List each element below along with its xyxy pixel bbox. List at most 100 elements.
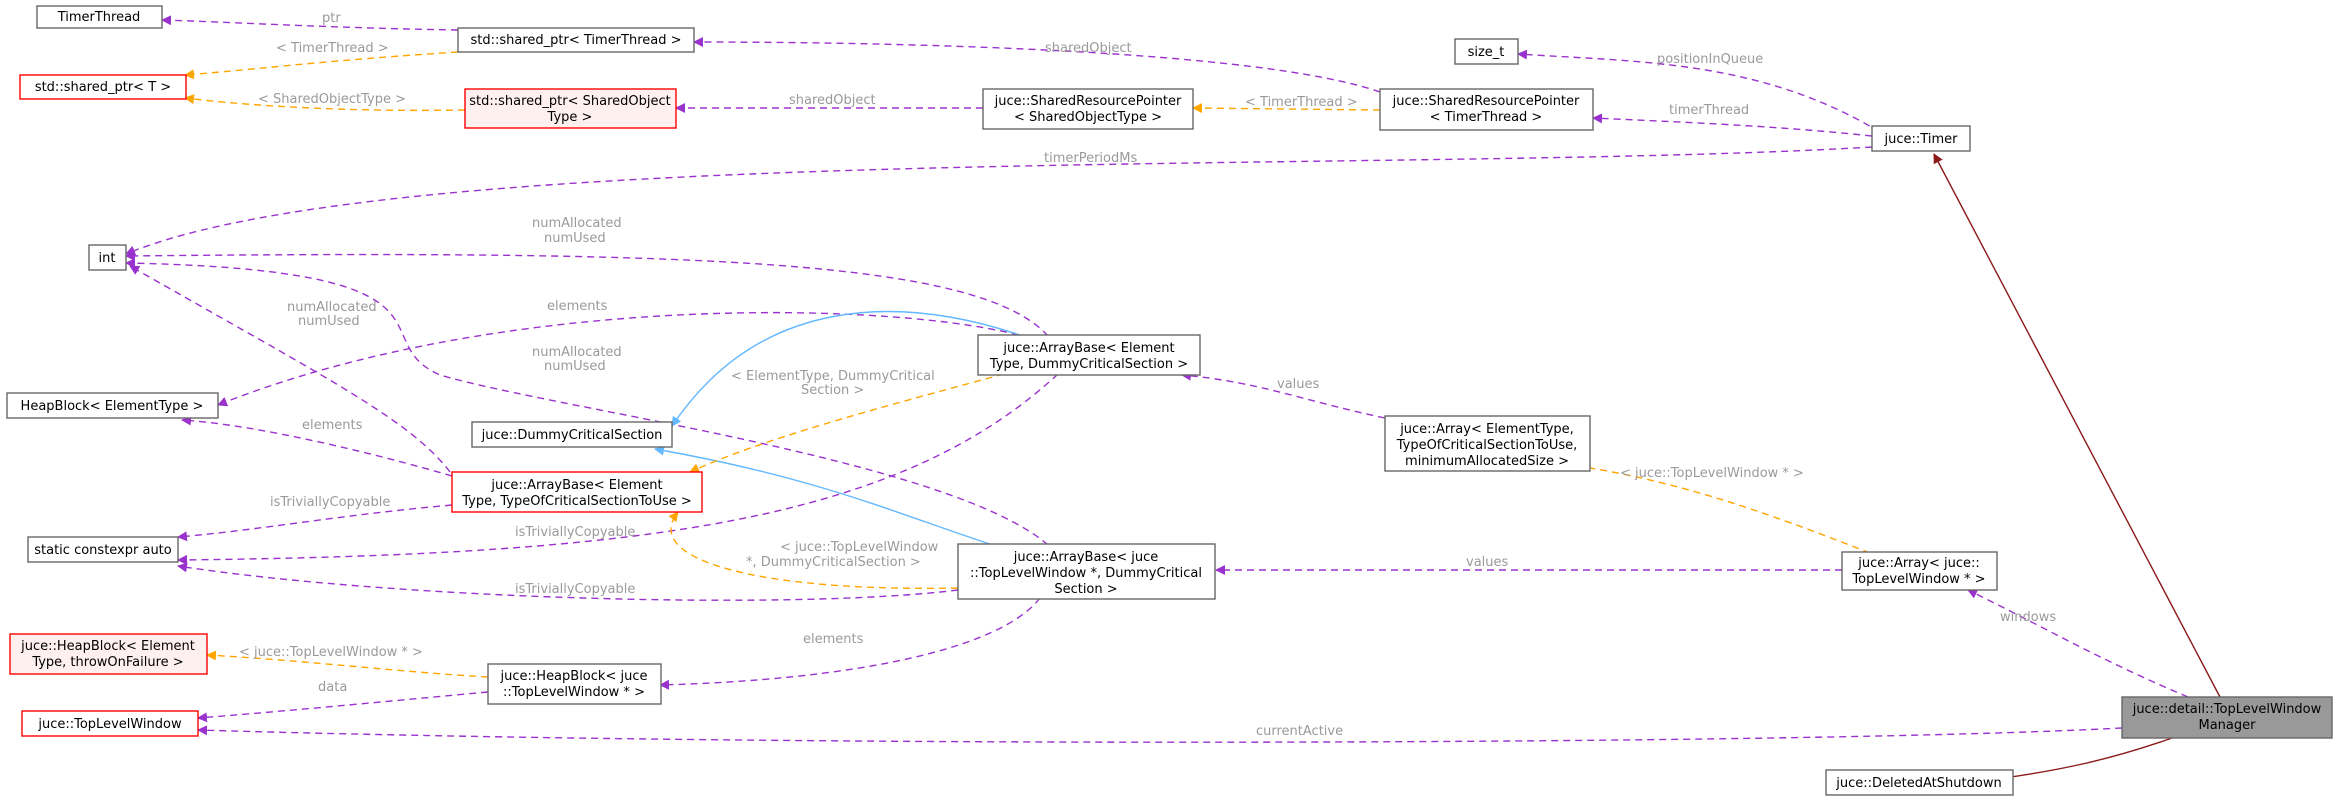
node-toplevelwindow[interactable]: juce::TopLevelWindow [21, 710, 199, 737]
edge-label-tmpl-sharedobjecttype: < SharedObjectType > [258, 92, 406, 107]
edge-template-tlw-array [1577, 462, 1871, 554]
node-label-line2: TopLevelWindow * > [1851, 572, 1985, 587]
edge-label-tmpl-tlw-dummy-1: < juce::TopLevelWindow [780, 540, 939, 555]
node-timerthread[interactable]: TimerThread [36, 5, 163, 29]
node-label-line1: juce::HeapBlock< Element [20, 639, 195, 654]
node-label: juce::Timer [1884, 132, 1959, 147]
node-arraybase-dummy[interactable]: juce::ArrayBase< Element Type, DummyCrit… [977, 334, 1201, 376]
edge-label-tmpl-timerthread: < TimerThread > [276, 41, 389, 56]
edge-numalloc-low [125, 258, 1049, 546]
edge-inherit-timer [1933, 153, 2221, 698]
edge-label-istriviallycopyable-3: isTriviallyCopyable [515, 582, 635, 597]
node-label: size_t [1468, 45, 1505, 60]
edge-data [197, 691, 489, 723]
edge-label-numalloc-mid-2: numUsed [298, 314, 360, 329]
node-shared-ptr-t[interactable]: std::shared_ptr< T > [19, 74, 187, 100]
edge-label-numalloc-mid-1: numAllocated [287, 300, 377, 315]
node-array-tlw[interactable]: juce::Array< juce:: TopLevelWindow * > [1841, 551, 1998, 591]
edge-istriviallycopyable-2 [177, 373, 1059, 565]
edge-label-currentactive: currentActive [1256, 724, 1343, 739]
node-toplevelwindow-manager[interactable]: juce::detail::TopLevelWindow Manager [2121, 696, 2333, 739]
node-label-line3: minimumAllocatedSize > [1405, 454, 1569, 469]
node-label: int [99, 251, 116, 266]
edge-timerthread [1592, 113, 1873, 137]
edge-ptr [161, 15, 459, 31]
node-label-line1: juce::SharedResourcePointer [1392, 94, 1580, 109]
edge-label-numalloc-top-2: numUsed [544, 231, 606, 246]
node-label-line1: juce::Array< juce:: [1857, 556, 1980, 571]
edge-template-timerthread [184, 51, 459, 80]
node-size-t[interactable]: size_t [1454, 38, 1519, 65]
node-juce-heapblock[interactable]: juce::HeapBlock< Element Type, throwOnFa… [9, 633, 208, 675]
node-label-line2: TypeOfCriticalSectionToUse, [1396, 438, 1578, 453]
edge-label-ptr: ptr [322, 11, 341, 26]
node-label-line1: juce::detail::TopLevelWindow [2132, 702, 2322, 717]
node-label: juce::TopLevelWindow [37, 717, 182, 732]
node-static-constexpr-auto[interactable]: static constexpr auto [27, 536, 179, 563]
node-arraybase-typeof[interactable]: juce::ArrayBase< Element Type, TypeOfCri… [451, 471, 703, 513]
edge-inherit-deletedatshutdown [2003, 737, 2173, 782]
node-label-line2: < TimerThread > [1430, 110, 1543, 125]
edge-label-istriviallycopyable-1: isTriviallyCopyable [270, 495, 390, 510]
edge-istriviallycopyable-3 [177, 562, 959, 601]
node-label-line2: Type, DummyCriticalSection > [989, 357, 1188, 372]
edge-numalloc-top [125, 250, 1049, 337]
node-label: std::shared_ptr< TimerThread > [470, 33, 681, 48]
nodes: TimerThread std::shared_ptr< TimerThread… [6, 5, 2333, 796]
edge-template-sharedobjecttype [184, 94, 466, 112]
node-label-line1: std::shared_ptr< SharedObject [469, 94, 671, 109]
edge-inherit-dummy-1 [671, 311, 1021, 427]
edge-label-sharedobject-2: sharedObject [789, 93, 876, 108]
node-label: HeapBlock< ElementType > [21, 399, 204, 414]
edge-label-timerperiodms: timerPeriodMs [1044, 151, 1137, 166]
node-label-line2: ::TopLevelWindow *, DummyCritical [970, 566, 1202, 581]
node-label-line2: Type, throwOnFailure > [31, 655, 183, 670]
node-label: static constexpr auto [34, 543, 172, 558]
node-srp-timerthread[interactable]: juce::SharedResourcePointer < TimerThrea… [1379, 88, 1594, 131]
node-label-line2: ::TopLevelWindow * > [503, 685, 645, 700]
node-label: std::shared_ptr< T > [35, 80, 171, 95]
edge-label-tmpl-elementtype-1: < ElementType, DummyCritical [731, 369, 935, 384]
node-label-line1: juce::Array< ElementType, [1399, 422, 1574, 437]
edge-label-values-bottom: values [1466, 555, 1509, 570]
node-timer[interactable]: juce::Timer [1871, 125, 1971, 152]
node-shared-ptr-sharedobject[interactable]: std::shared_ptr< SharedObject Type > [464, 88, 677, 129]
edge-values-top [1181, 370, 1386, 419]
node-deletedatshutdown[interactable]: juce::DeletedAtShutdown [1825, 769, 2014, 796]
edge-currentactive [197, 725, 2123, 743]
node-label-line1: juce::HeapBlock< juce [500, 669, 648, 684]
node-label-line3: Section > [1054, 582, 1117, 597]
node-heapblock-elementtype[interactable]: HeapBlock< ElementType > [6, 392, 219, 419]
node-label-line2: Manager [2199, 718, 2257, 733]
node-dummycriticalsection[interactable]: juce::DummyCriticalSection [471, 421, 673, 448]
edge-label-values-top: values [1277, 377, 1320, 392]
edge-label-elements-mid: elements [302, 418, 363, 433]
edge-label-sharedobject-1: sharedObject [1045, 41, 1132, 56]
node-array-elementtype[interactable]: juce::Array< ElementType, TypeOfCritical… [1384, 415, 1591, 472]
node-label-line2: Type, TypeOfCriticalSectionToUse > [461, 494, 692, 509]
edge-inherit-dummy-2 [654, 445, 994, 546]
edge-positioninqueue [1517, 49, 1881, 133]
edge-label-numalloc-low-1: numAllocated [532, 345, 622, 360]
node-heapblock-tlw[interactable]: juce::HeapBlock< juce ::TopLevelWindow *… [487, 663, 662, 705]
node-label-line1: juce::SharedResourcePointer [994, 94, 1182, 109]
edge-template-elementtype [689, 373, 1005, 473]
node-label-line1: juce::ArrayBase< Element [490, 478, 662, 493]
edge-label-data: data [318, 680, 347, 695]
edge-label-tmpl-timerthread-2: < TimerThread > [1245, 95, 1358, 110]
node-label: juce::DummyCriticalSection [481, 428, 663, 443]
node-srp-sharedobjecttype[interactable]: juce::SharedResourcePointer < SharedObje… [982, 88, 1194, 130]
node-label: TimerThread [57, 10, 141, 25]
edge-elements-top [217, 311, 1031, 407]
edge-elements-bottom [659, 597, 1041, 690]
node-arraybase-tlw[interactable]: juce::ArrayBase< juce ::TopLevelWindow *… [957, 543, 1216, 600]
edge-label-numalloc-top-1: numAllocated [532, 216, 622, 231]
edge-numalloc-mid [129, 265, 451, 473]
node-shared-ptr-timerthread[interactable]: std::shared_ptr< TimerThread > [457, 27, 695, 53]
edge-label-timerthread: timerThread [1669, 103, 1749, 118]
node-int[interactable]: int [88, 244, 127, 271]
edge-template-tlw-heap [206, 650, 489, 678]
node-label-line1: juce::ArrayBase< Element [1002, 341, 1174, 356]
edge-label-tmpl-tlw-heap: < juce::TopLevelWindow * > [239, 645, 423, 660]
